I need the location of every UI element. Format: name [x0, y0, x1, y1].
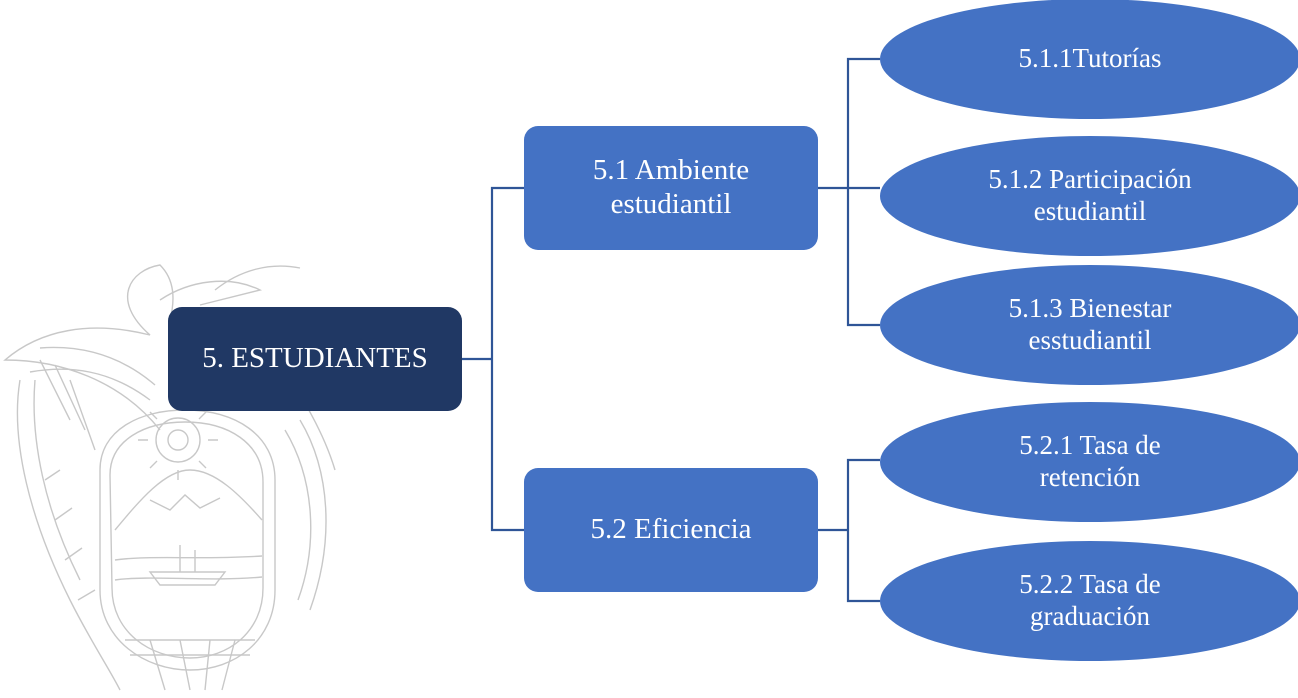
connector-branch-2-bracket [846, 458, 880, 603]
branch-node-ambiente-estudiantil: 5.1 Ambiente estudiantil [524, 126, 818, 250]
leaf-node-tutorias: 5.1.1Tutorías [880, 0, 1298, 119]
connector-root-bracket [490, 186, 505, 532]
root-node-estudiantes: 5. ESTUDIANTES [168, 307, 462, 411]
connector-branch-1-bracket [846, 57, 880, 327]
leaf-node-bienestar-estudiantil: 5.1.3 Bienestar esstudiantil [880, 265, 1298, 385]
leaf-node-participacion-estudiantil: 5.1.2 Participación estudiantil [880, 136, 1298, 256]
leaf-node-tasa-de-retencion: 5.2.1 Tasa de retención [880, 402, 1298, 522]
leaf-node-tasa-de-graduacion: 5.2.2 Tasa de graduación [880, 541, 1298, 661]
branch-node-eficiencia: 5.2 Eficiencia [524, 468, 818, 592]
